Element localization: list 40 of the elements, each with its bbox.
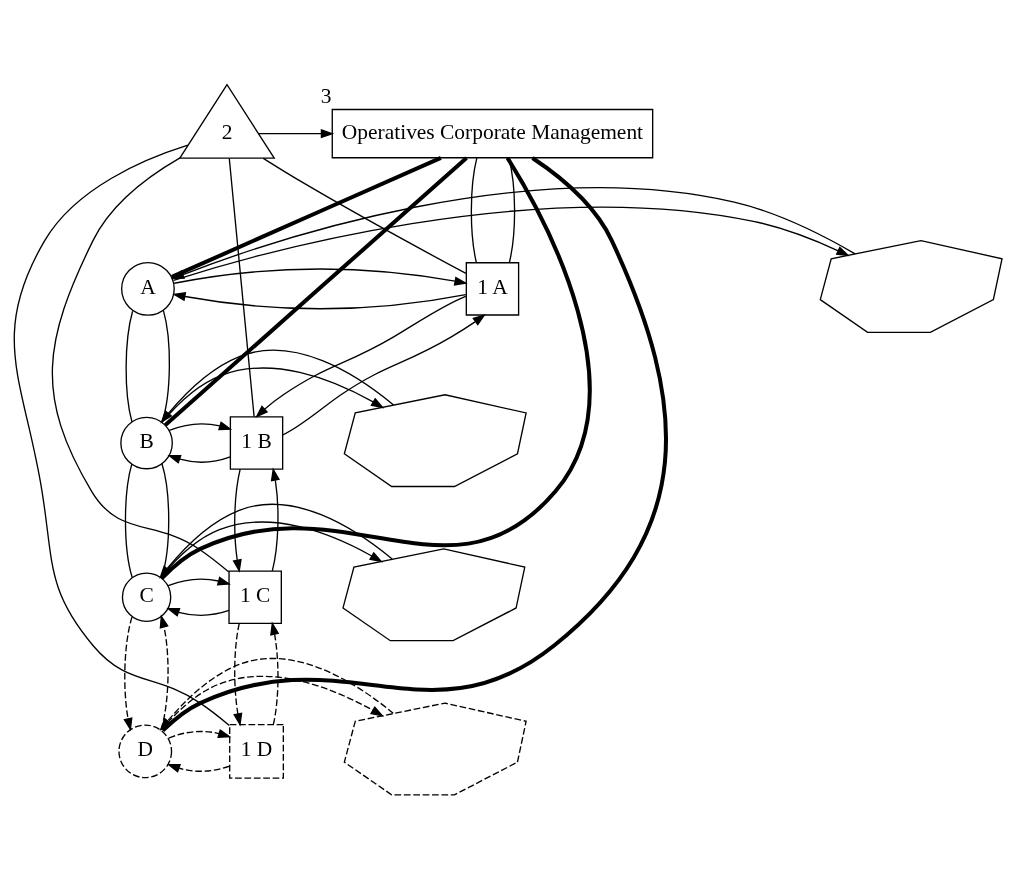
- arrow: [172, 291, 467, 309]
- connector: [13, 144, 230, 726]
- arrow: [166, 763, 231, 773]
- arrow: [255, 294, 467, 418]
- connector: [124, 463, 133, 578]
- node-cloud: [342, 547, 526, 641]
- arrow: [167, 575, 231, 586]
- arrow: [270, 621, 280, 725]
- arrow: [270, 466, 280, 571]
- node-cloud: [343, 393, 527, 487]
- node-box: Operatives Corporate Management: [331, 108, 654, 158]
- arrow: [173, 267, 468, 286]
- node-circle: B: [120, 416, 173, 469]
- node-box: 1 D: [229, 723, 284, 779]
- node-cloud: [343, 701, 527, 795]
- arrow: [166, 607, 230, 617]
- connector: [51, 156, 230, 572]
- arrow: [167, 454, 231, 464]
- node-circle: D: [118, 723, 173, 778]
- arrow: [282, 313, 486, 436]
- node-box: 1 C: [228, 569, 282, 624]
- node-label: 3: [320, 83, 332, 108]
- connector: [470, 157, 478, 263]
- node-circle: C: [121, 571, 172, 622]
- connector: [508, 157, 516, 263]
- connector: [164, 156, 468, 427]
- arrow: [159, 614, 169, 730]
- node-box: 1 B: [229, 415, 284, 470]
- node-box: 1 A: [465, 261, 520, 316]
- arrow: [123, 615, 133, 731]
- node-circle: A: [121, 261, 175, 316]
- arrow: [168, 728, 232, 739]
- arrow: [233, 622, 243, 726]
- connector: [228, 157, 255, 417]
- connector: [262, 157, 467, 274]
- arrow: [257, 128, 335, 138]
- arrow: [168, 420, 233, 431]
- connector: [125, 310, 134, 422]
- node-cloud: [819, 239, 1003, 333]
- arrow: [232, 468, 242, 573]
